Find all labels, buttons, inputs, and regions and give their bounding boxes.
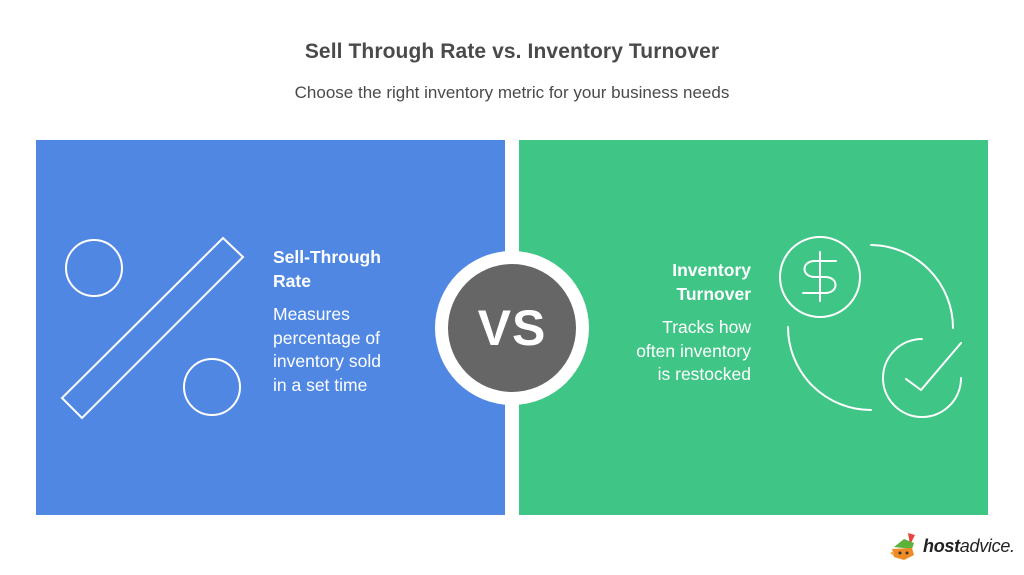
sell-through-heading: Sell-Through Rate (273, 247, 381, 291)
check-circle-icon (882, 338, 962, 418)
vs-badge-core: VS (448, 264, 576, 392)
vs-label: VS (477, 300, 547, 356)
dollar-coin-icon (779, 236, 861, 318)
cycle-arc-bottom-icon (787, 326, 872, 411)
vs-badge: VS (435, 251, 589, 405)
hostadvice-mascot-icon (890, 533, 915, 560)
page-title: Sell Through Rate vs. Inventory Turnover (304, 40, 720, 63)
inventory-turnover-text: Inventory Turnover Tracks how often inve… (591, 258, 751, 387)
checkmark-icon (905, 342, 962, 391)
cycle-arc-top-icon (870, 244, 954, 329)
sell-through-panel (36, 140, 505, 515)
hostadvice-wordmark: hostadvice. (923, 535, 1015, 556)
page-subtitle: Choose the right inventory metric for yo… (294, 83, 730, 102)
inventory-turnover-heading: Inventory Turnover (672, 260, 751, 304)
inventory-turnover-panel (519, 140, 988, 515)
inventory-turnover-description: Tracks how often inventory is restocked (636, 317, 751, 384)
hostadvice-logo: hostadvice. (888, 531, 1015, 561)
sell-through-text: Sell-Through Rate Measures percentage of… (273, 245, 433, 397)
sell-through-description: Measures percentage of inventory sold in… (273, 304, 381, 395)
